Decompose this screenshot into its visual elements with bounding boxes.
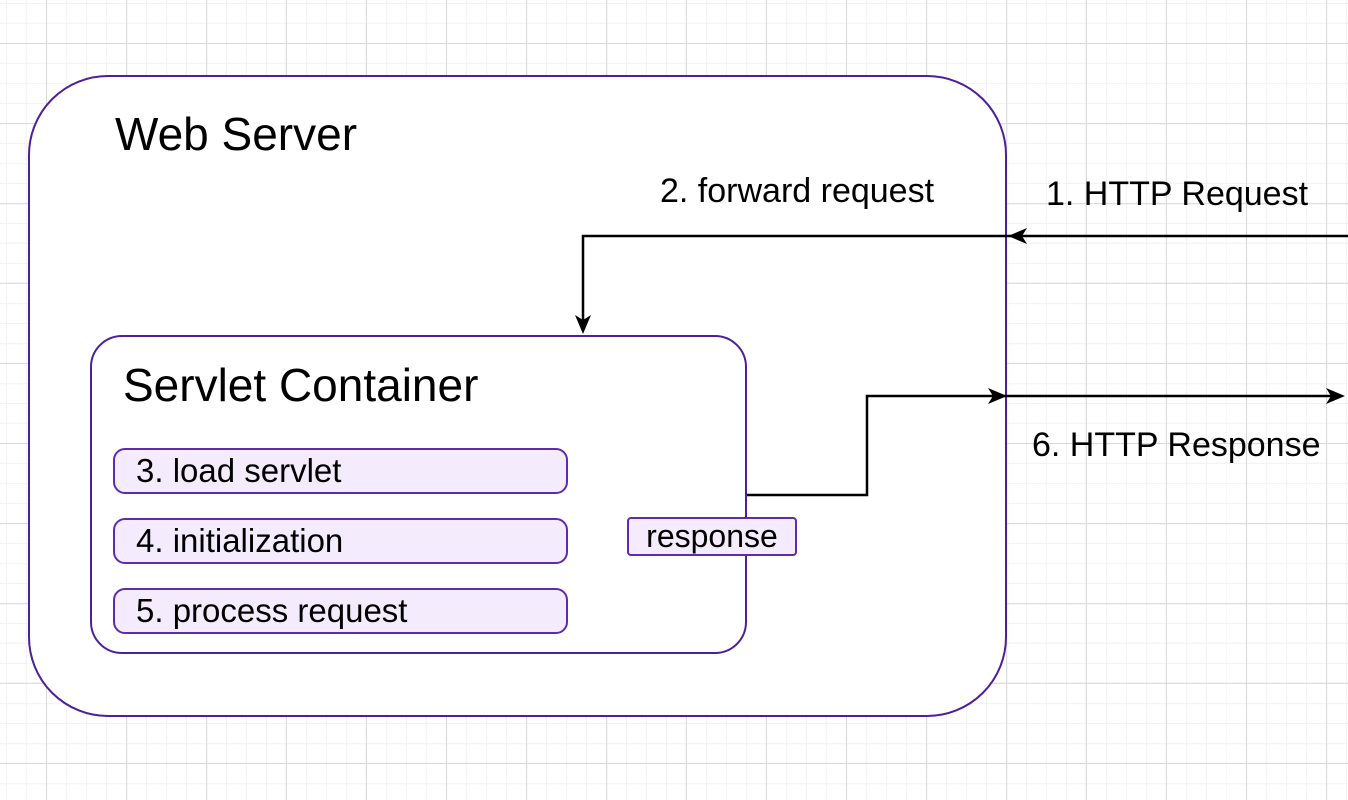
label-forward-request: 2. forward request	[660, 172, 935, 210]
step-box-initialization[interactable]: 4. initialization	[113, 518, 568, 564]
web-server-title: Web Server	[115, 108, 358, 160]
step-box-process-request[interactable]: 5. process request	[113, 588, 568, 634]
step-label-process-request: 5. process request	[136, 592, 408, 629]
arrowhead-right-at-end	[1326, 388, 1345, 404]
step-label-load-servlet: 3. load servlet	[136, 452, 342, 489]
response-box-label: response	[646, 518, 778, 554]
label-http-request: 1. HTTP Request	[1046, 175, 1309, 213]
step-box-load-servlet[interactable]: 3. load servlet	[113, 448, 568, 494]
response-box[interactable]: response	[627, 517, 797, 556]
label-http-response: 6. HTTP Response	[1032, 426, 1321, 464]
step-label-initialization: 4. initialization	[136, 522, 344, 559]
servlet-container-title: Servlet Container	[123, 359, 479, 411]
arrowhead-left-at-webserver-border	[1008, 228, 1027, 244]
